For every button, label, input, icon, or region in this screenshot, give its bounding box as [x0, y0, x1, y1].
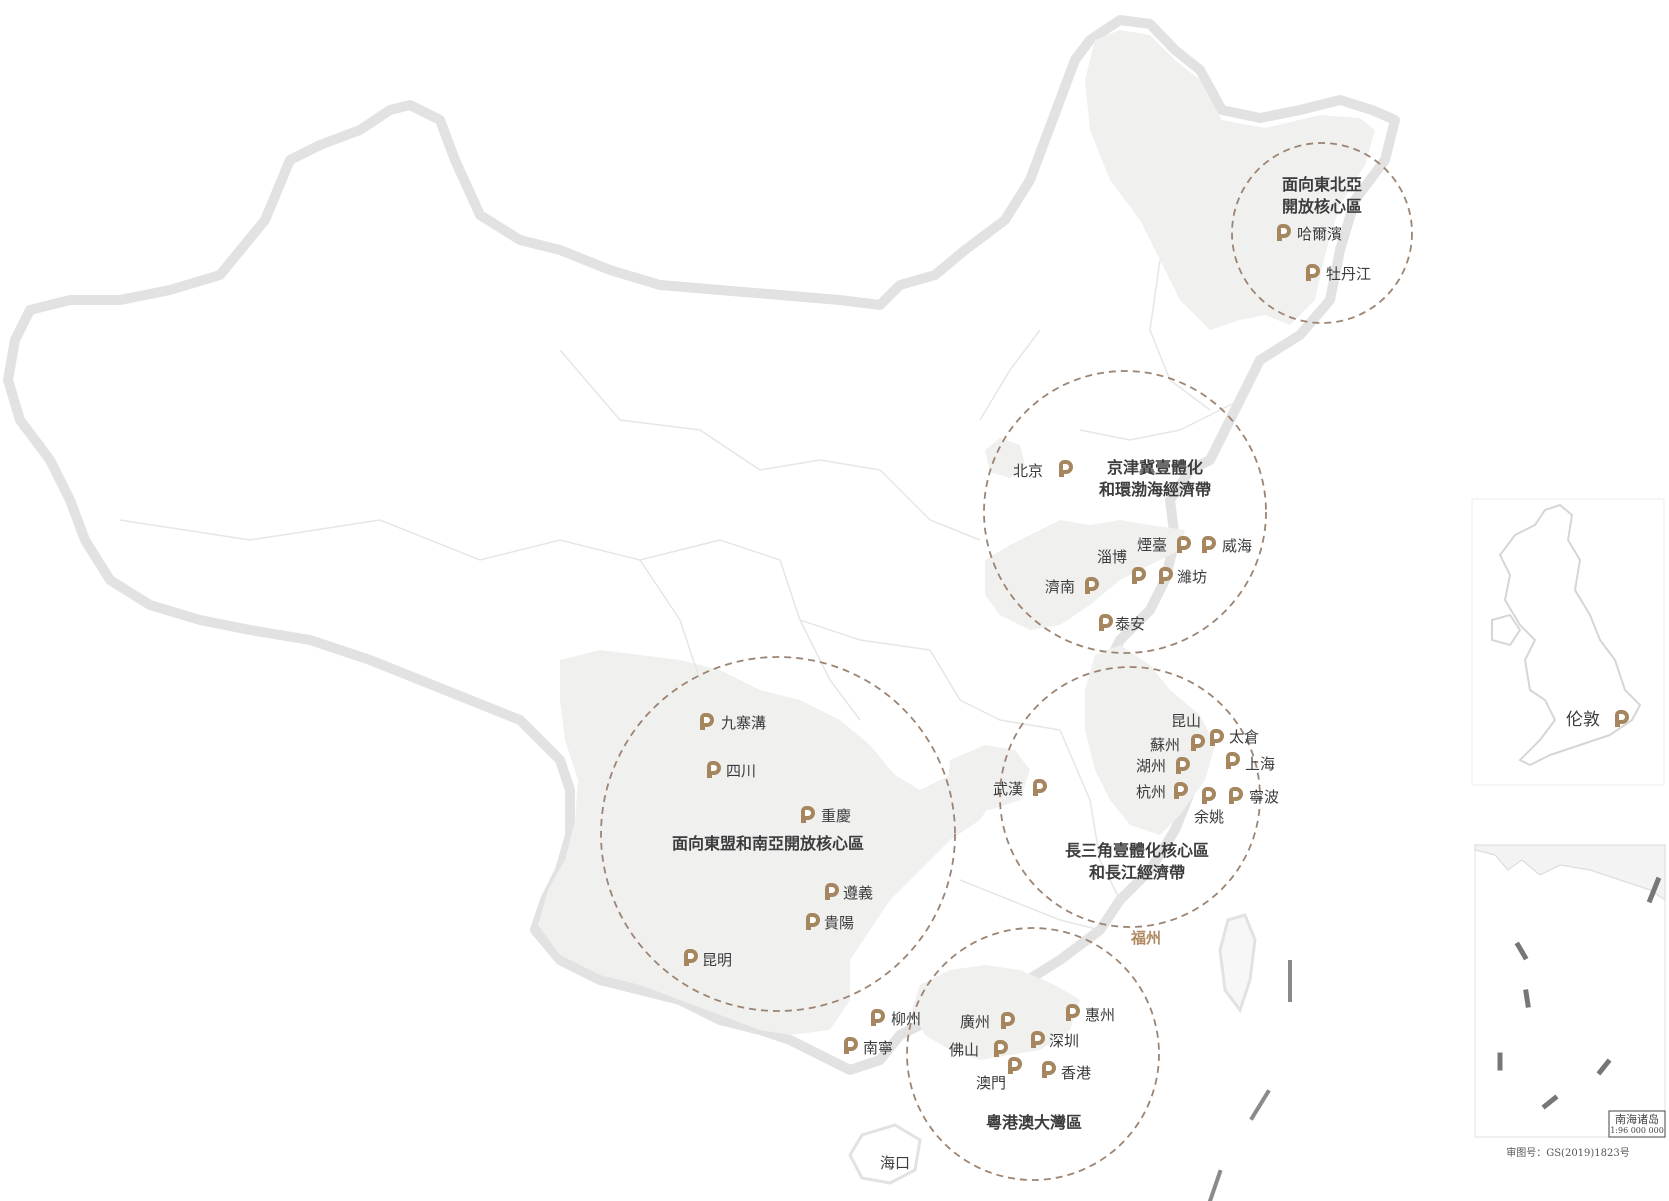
jingjinji-circle [983, 370, 1267, 654]
city-label-fuzhou: 福州 [1130, 929, 1161, 947]
south-sea-title: 南海诸岛 [1615, 1112, 1659, 1126]
city-label-guiyang: 貴陽 [824, 914, 854, 932]
city-label-shenzhen: 深圳 [1049, 1032, 1079, 1050]
yangtze-label-line2: 和長江經濟帶 [1089, 863, 1185, 882]
region-circles [600, 142, 1413, 1181]
hongkong-marker-icon [1042, 1061, 1056, 1078]
weihai-marker-icon [1202, 536, 1216, 553]
ningbo-marker-icon [1229, 787, 1243, 804]
city-label-shanghai: 上海 [1245, 755, 1275, 773]
shanghai-marker-icon [1226, 752, 1240, 769]
yangtze-label-line1: 長三角壹體化核心區 [1065, 841, 1209, 860]
city-label-nanning: 南寧 [863, 1039, 893, 1057]
city-label-macau: 澳門 [976, 1074, 1006, 1092]
map-approval-number: 审图号：GS(2019)1823号 [1506, 1146, 1630, 1159]
city-label-haikou: 海口 [880, 1154, 910, 1172]
city-label-zibo: 淄博 [1097, 548, 1127, 566]
city-label-yantai: 煙臺 [1137, 536, 1167, 554]
south-sea-coast [1474, 844, 1666, 901]
city-label-huizhou: 惠州 [1085, 1006, 1115, 1024]
city-label-suzhou: 蘇州 [1150, 736, 1180, 754]
northeast-region-shade [1085, 30, 1375, 330]
city-label-foshan: 佛山 [949, 1041, 979, 1059]
yuyao-marker-icon [1202, 787, 1216, 804]
city-label-weihai: 威海 [1222, 537, 1252, 555]
city-label-london: 伦敦 [1566, 710, 1600, 730]
greater-bay-label: 粵港澳大灣區 [986, 1113, 1082, 1132]
city-label-kunshan: 昆山 [1171, 712, 1201, 730]
southwest-label: 面向東盟和南亞開放核心區 [672, 834, 864, 853]
jingjinji-label-line1: 京津冀壹體化 [1107, 458, 1203, 477]
south-sea-caption-box [1608, 1110, 1666, 1138]
taiwan-island [1218, 913, 1257, 1014]
yangtze-circle [999, 666, 1261, 928]
city-label-mudanjiang: 牡丹江 [1326, 265, 1371, 283]
south-sea-scale: 1:96 000 000 [1610, 1126, 1664, 1135]
city-label-zunyi: 遵義 [843, 884, 873, 902]
northeast-label-line1: 面向東北亞 [1282, 175, 1362, 194]
province-lines [119, 259, 1241, 931]
city-label-guangzhou: 廣州 [960, 1013, 990, 1031]
city-label-chongqing: 重慶 [821, 807, 851, 825]
city-label-taicang: 太倉 [1229, 728, 1259, 746]
city-label-ningbo: 寧波 [1249, 788, 1279, 806]
city-label-taian: 泰安 [1115, 615, 1145, 633]
jingjinji-label-line2: 和環渤海經濟帶 [1099, 480, 1211, 499]
northern-ireland-outline [1491, 613, 1522, 647]
city-label-sichuan: 四川 [726, 762, 756, 780]
wuhan-shade [948, 745, 1030, 810]
sea-boundary-dashes [1207, 960, 1292, 1201]
shandong-shade [985, 520, 1185, 630]
southwest-shade [538, 650, 1000, 1035]
city-label-beijing: 北京 [1013, 462, 1043, 480]
city-label-liuzhou: 柳州 [891, 1010, 921, 1028]
northeast-label-line2: 開放核心區 [1282, 197, 1362, 216]
south-sea-dashes [1497, 876, 1662, 1110]
city-label-harbin: 哈爾濱 [1297, 225, 1342, 243]
city-label-weifang: 濰坊 [1177, 568, 1207, 586]
city-label-wuhan: 武漢 [993, 780, 1023, 798]
city-label-hongkong: 香港 [1061, 1064, 1091, 1082]
city-label-yuyao: 余姚 [1194, 808, 1224, 826]
taicang-marker-icon [1210, 729, 1224, 746]
macau-marker-icon [1008, 1057, 1022, 1074]
south-sea-inset-frame [1474, 844, 1666, 1138]
city-label-kunming: 昆明 [702, 951, 732, 969]
beijing-shade [985, 438, 1025, 478]
yantai-marker-icon [1177, 536, 1191, 553]
city-label-huzhou: 湖州 [1136, 757, 1166, 775]
northeast-circle [1231, 142, 1413, 324]
city-label-hangzhou: 杭州 [1136, 783, 1166, 801]
greater-bay-circle [906, 927, 1160, 1181]
uk-outline [1498, 503, 1642, 767]
southwest-circle [600, 656, 956, 1012]
city-label-jiuzhaigou: 九寨溝 [721, 714, 766, 732]
hainan-island [848, 1123, 922, 1185]
city-label-jinan: 濟南 [1045, 578, 1075, 596]
